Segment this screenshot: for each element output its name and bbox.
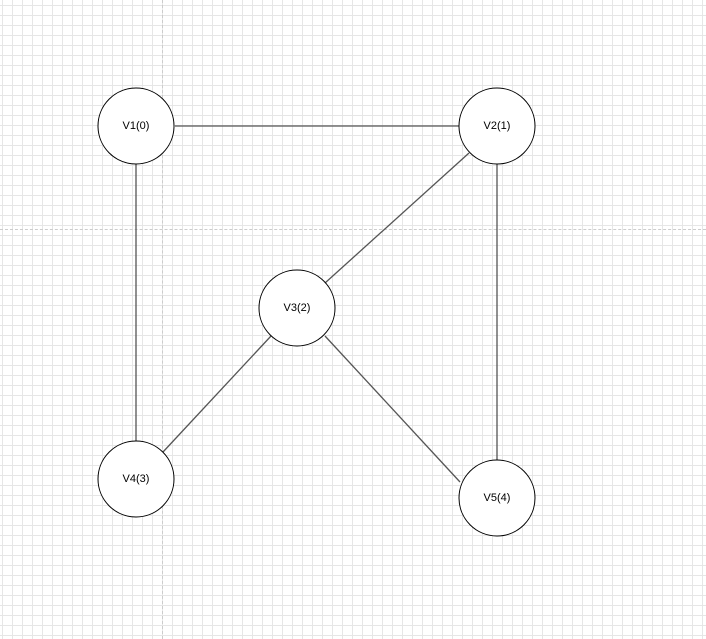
node-v3[interactable]: V3(2) xyxy=(258,269,336,347)
node-v1[interactable]: V1(0) xyxy=(97,87,175,165)
edge-v2-v3[interactable] xyxy=(324,152,470,284)
node-v4-label: V4(3) xyxy=(123,473,150,485)
node-v5[interactable]: V5(4) xyxy=(458,459,536,537)
node-v2-circle[interactable] xyxy=(458,87,536,165)
node-v3-label: V3(2) xyxy=(284,302,311,314)
node-v2[interactable]: V2(1) xyxy=(458,87,536,165)
node-v3-circle[interactable] xyxy=(258,269,336,347)
edges xyxy=(135,125,498,483)
node-v5-circle[interactable] xyxy=(458,459,536,537)
node-v2-label: V2(1) xyxy=(484,120,511,132)
node-v4-circle[interactable] xyxy=(97,440,175,518)
edge-v3-v5[interactable] xyxy=(324,335,461,483)
node-v1-label: V1(0) xyxy=(123,120,150,132)
node-v1-circle[interactable] xyxy=(97,87,175,165)
edge-v3-v4[interactable] xyxy=(162,335,272,453)
node-v4[interactable]: V4(3) xyxy=(97,440,175,518)
node-v5-label: V5(4) xyxy=(484,492,511,504)
